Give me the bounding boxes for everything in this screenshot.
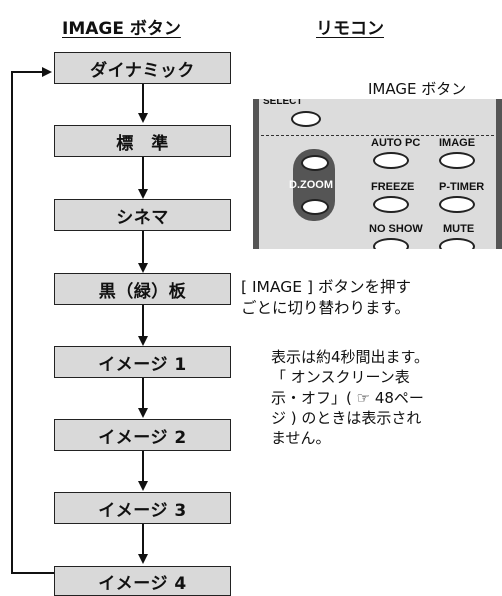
description-line1: [ IMAGE ] ボタンを押す (241, 278, 411, 296)
mode-cinema: シネマ (54, 199, 231, 231)
mode-image3: イメージ 3 (54, 492, 231, 524)
noshow-label: NO SHOW (369, 223, 423, 235)
remote-header: リモコン (316, 19, 384, 39)
mode-dynamic: ダイナミック (54, 52, 231, 84)
mode-image1: イメージ 1 (54, 346, 231, 378)
mute-label: MUTE (443, 223, 475, 235)
mode-image2: イメージ 2 (54, 419, 231, 451)
flow-arrows (11, 67, 456, 574)
dzoom-down-button[interactable] (301, 199, 329, 215)
ptimer-label: P-TIMER (439, 181, 485, 193)
image-button-header: IMAGE ボタン (62, 19, 181, 39)
dzoom-up-button[interactable] (301, 155, 329, 171)
remote-right-edge (496, 99, 502, 249)
description-text: [ IMAGE ] ボタンを押す ごとに切り替わります。 (241, 277, 411, 319)
ptimer-button[interactable] (439, 196, 475, 213)
mode-image4: イメージ 4 (54, 566, 231, 596)
freeze-button[interactable] (373, 196, 409, 213)
dashed-separator (261, 135, 494, 136)
freeze-label: FREEZE (371, 181, 415, 193)
image-label: IMAGE (439, 137, 476, 149)
mode-blackboard: 黒（緑）板 (54, 273, 231, 305)
note-line5: ません。 (271, 429, 331, 447)
remote-control-illustration: SELECT D.ZOOM AUTO PC IMAGE FREEZE P-TIM… (253, 99, 502, 249)
autopc-label: AUTO PC (371, 137, 421, 149)
noshow-button[interactable] (373, 238, 409, 249)
mute-button[interactable] (439, 238, 475, 249)
mode-standard: 標 準 (54, 125, 231, 157)
note-line3: 示・オフ」( ☞ 48ペー (271, 388, 424, 407)
note-line1: 表示は約4秒間出ます。 (271, 348, 430, 366)
remote-callout-label: IMAGE ボタン (368, 80, 467, 98)
loop-back-arrow (11, 67, 54, 574)
dzoom-label: D.ZOOM (289, 179, 333, 191)
note-text: 表示は約4秒間出ます。 「 オンスクリーン表 示・オフ」( ☞ 48ペー ジ )… (271, 347, 429, 448)
image-button[interactable] (439, 152, 475, 169)
autopc-button[interactable] (373, 152, 409, 169)
select-button[interactable] (291, 111, 321, 127)
note-line2: 「 オンスクリーン表 (271, 368, 410, 387)
note-line4: ジ ) のときは表示され (271, 408, 422, 427)
description-line2: ごとに切り替わります。 (241, 298, 410, 317)
select-label: SELECT (263, 99, 303, 107)
remote-left-edge (253, 99, 259, 249)
